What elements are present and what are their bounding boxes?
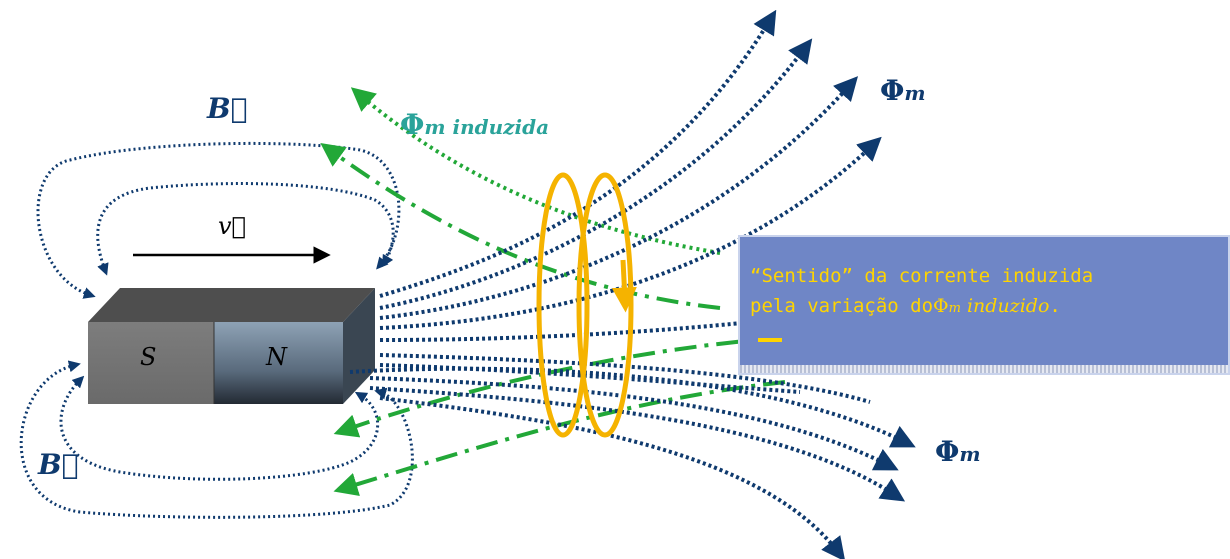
note-flux-symbol: Φ <box>933 295 949 317</box>
note-bottom-shade <box>740 365 1228 373</box>
note-line-2-prefix: pela variação do <box>750 295 934 317</box>
magnet-south-face <box>88 322 214 404</box>
induced-flux-subscript: m induzida <box>424 115 550 139</box>
field-line-10 <box>369 386 906 502</box>
flux-label-top: Φm <box>880 74 926 107</box>
magnet-north-face <box>214 322 343 404</box>
flux-bottom-symbol: Φ <box>935 435 960 468</box>
note-text: “Sentido” da corrente induzida pela vari… <box>750 261 1093 324</box>
induced-flux-symbol: Φ <box>400 108 425 141</box>
coil-loop <box>536 172 637 438</box>
field-loop-outer-top <box>36 141 401 299</box>
field-loop-inner-bottom <box>59 375 380 481</box>
induced-flux-line-2 <box>320 142 721 310</box>
coil-turn-back <box>536 172 590 438</box>
coil-current-arrow <box>611 259 637 313</box>
note-line-1: “Sentido” da corrente induzida <box>750 265 1094 287</box>
field-label-top: B⃗ <box>207 92 248 125</box>
induced-current-note: “Sentido” da corrente induzida pela vari… <box>738 235 1230 375</box>
flux-top-subscript: m <box>904 81 926 105</box>
bar-magnet <box>88 288 375 404</box>
note-flux-subscript: m <box>948 301 961 316</box>
induced-flux-line-4 <box>333 380 786 496</box>
field-line-3 <box>379 76 859 320</box>
note-dash-mark <box>758 338 782 342</box>
note-induzido: induzido <box>960 295 1050 317</box>
field-line-6 <box>379 353 871 404</box>
magnet-end-face <box>343 288 375 404</box>
outgoing-field-lines <box>349 9 916 559</box>
north-pole-label: N <box>266 343 287 371</box>
field-line-2 <box>379 38 813 310</box>
field-line-5 <box>379 318 771 342</box>
induced-flux-line-1 <box>350 87 721 255</box>
flux-bottom-subscript: m <box>959 442 981 466</box>
flux-label-bottom: Φm <box>935 435 981 468</box>
south-pole-label: S <box>140 343 157 371</box>
induced-flux-line-3 <box>333 336 781 438</box>
flux-top-symbol: Φ <box>880 74 905 107</box>
field-line-11 <box>379 396 846 559</box>
magnetic-field-loops <box>19 141 414 519</box>
field-line-9 <box>369 376 899 471</box>
magnet-top-face <box>88 288 375 322</box>
velocity-label: v⃗ <box>218 212 246 240</box>
field-loop-inner-top <box>96 182 395 276</box>
note-line-2-end: . <box>1049 295 1061 317</box>
field-label-bottom: B⃗ <box>38 448 79 481</box>
induced-flux-label: Φm induzida <box>400 108 549 141</box>
field-line-1 <box>379 9 777 298</box>
